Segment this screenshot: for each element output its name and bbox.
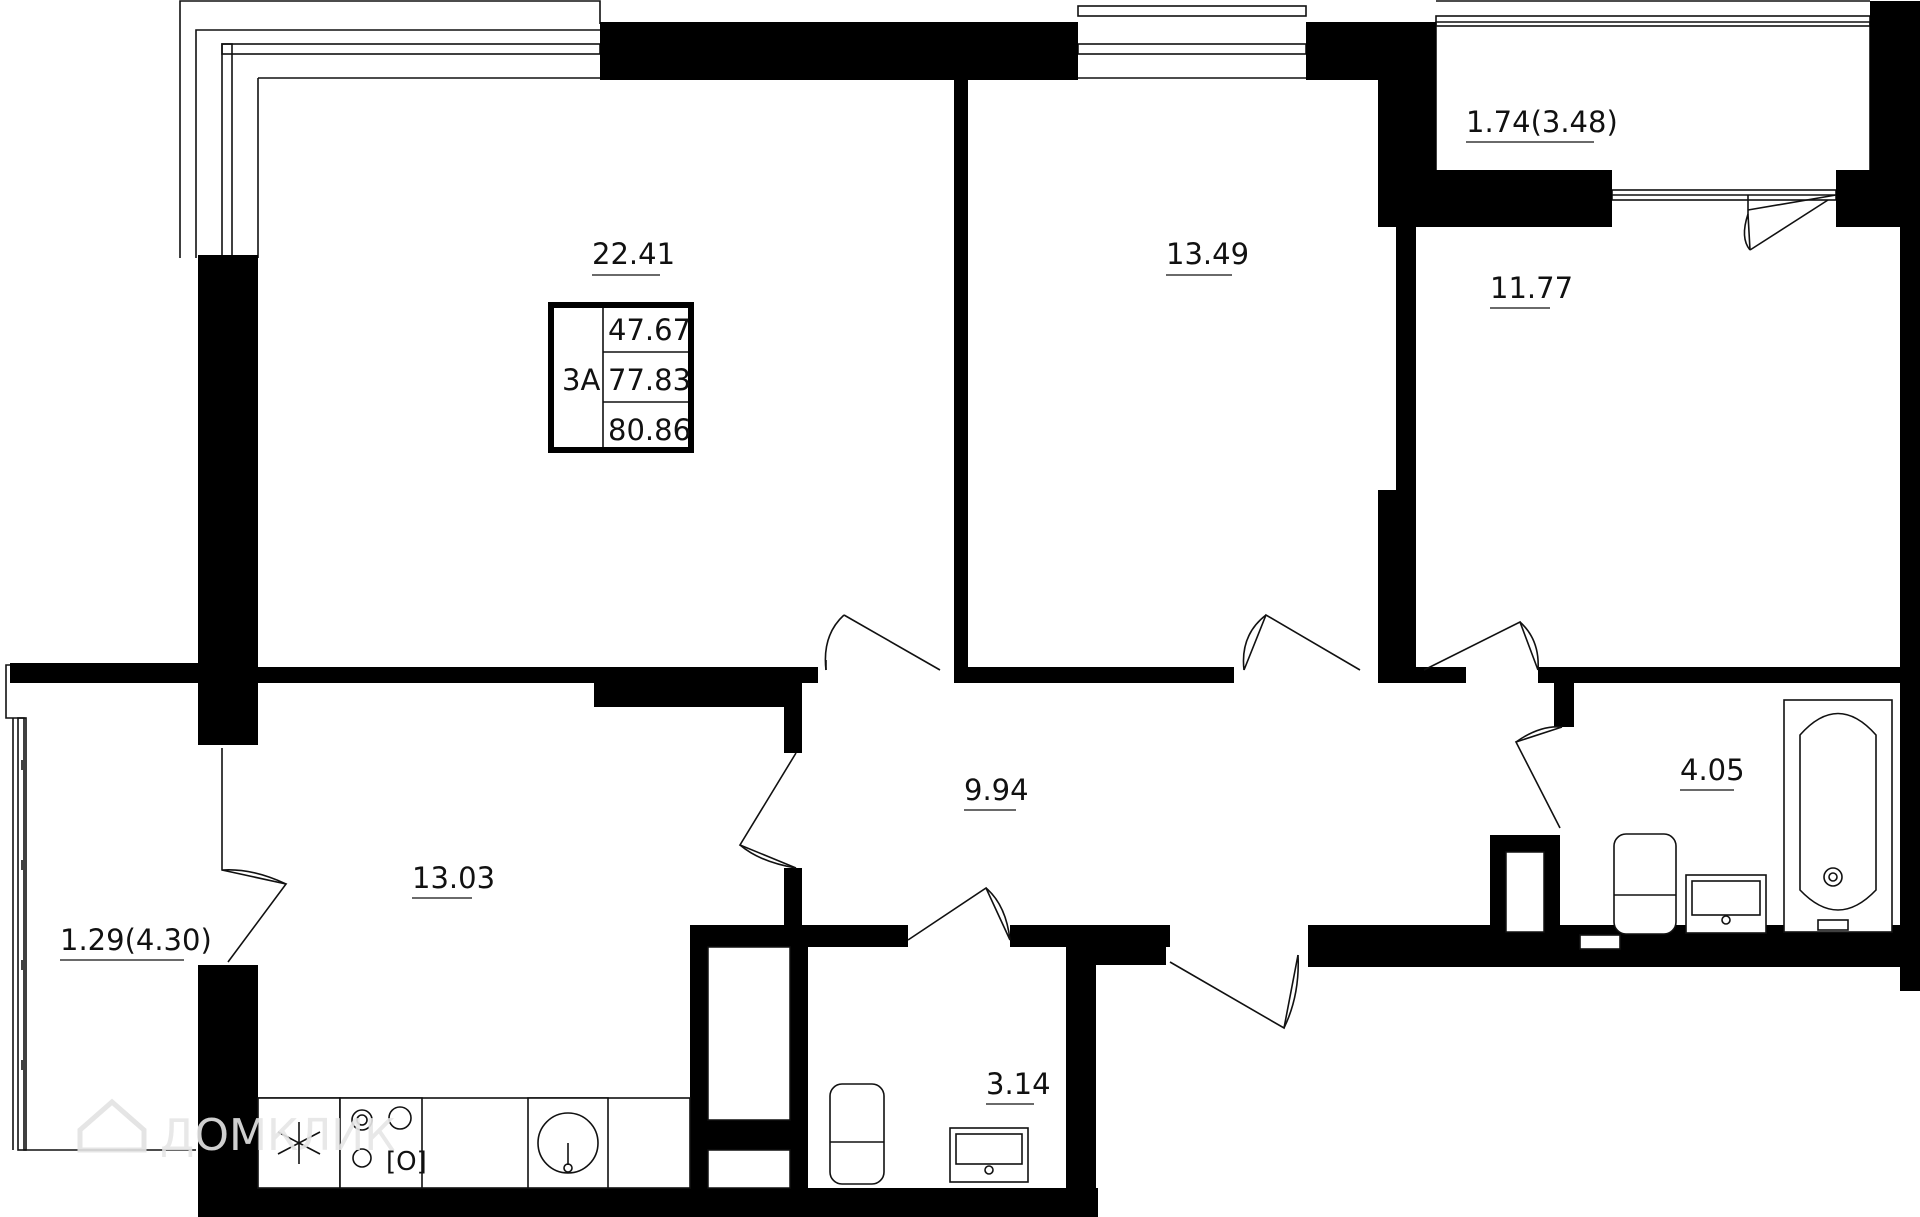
total-area-with-balconies-value: 80.86 — [608, 413, 691, 447]
room-label-balcony-left: 1.29(4.30) — [60, 923, 212, 957]
room-label-toilet: 3.14 — [986, 1067, 1051, 1101]
toilet-room-fixtures — [829, 1083, 1029, 1185]
room-label-bedroom-middle: 13.49 — [1166, 237, 1249, 271]
room-label-kitchen: 13.03 — [412, 861, 495, 895]
room-label-hallway: 9.94 — [964, 773, 1029, 807]
living-area-value: 47.67 — [608, 313, 691, 347]
bathroom-fixtures — [1579, 699, 1893, 950]
svg-text:[O]: [O] — [386, 1147, 427, 1177]
balcony-left-outline — [5, 664, 196, 1151]
stove — [339, 1097, 423, 1189]
bathtub — [1783, 699, 1893, 933]
shaft-void — [1505, 851, 1545, 933]
sink-wc — [949, 1127, 1029, 1183]
kitchen-counter: [O] — [257, 1097, 691, 1189]
total-area-value: 77.83 — [608, 363, 691, 397]
utility-niche — [707, 946, 791, 1121]
area-key-box: 3А 47.67 77.83 80.86 — [548, 302, 694, 453]
room-label-balcony-top: 1.74(3.48) — [1466, 105, 1618, 139]
walls — [10, 1, 1920, 1217]
utility-niche-lower — [707, 1149, 791, 1189]
room-label-living: 22.41 — [592, 237, 675, 271]
balcony-top-left-outline — [179, 0, 601, 259]
watermark: ДОМКЛИК — [77, 1098, 395, 1161]
room-label-bathroom: 4.05 — [1680, 753, 1745, 787]
apartment-type-code: 3А — [562, 363, 600, 397]
doors — [221, 194, 1837, 1030]
toilet-bath — [1613, 833, 1677, 935]
room-labels: 22.41 13.49 11.77 1.74(3.48) 9.94 13.03 … — [60, 105, 1745, 1105]
toilet-wc — [829, 1083, 885, 1185]
watermark-text: ДОМКЛИК — [160, 1110, 395, 1161]
room-label-bedroom-right: 11.77 — [1490, 271, 1573, 305]
